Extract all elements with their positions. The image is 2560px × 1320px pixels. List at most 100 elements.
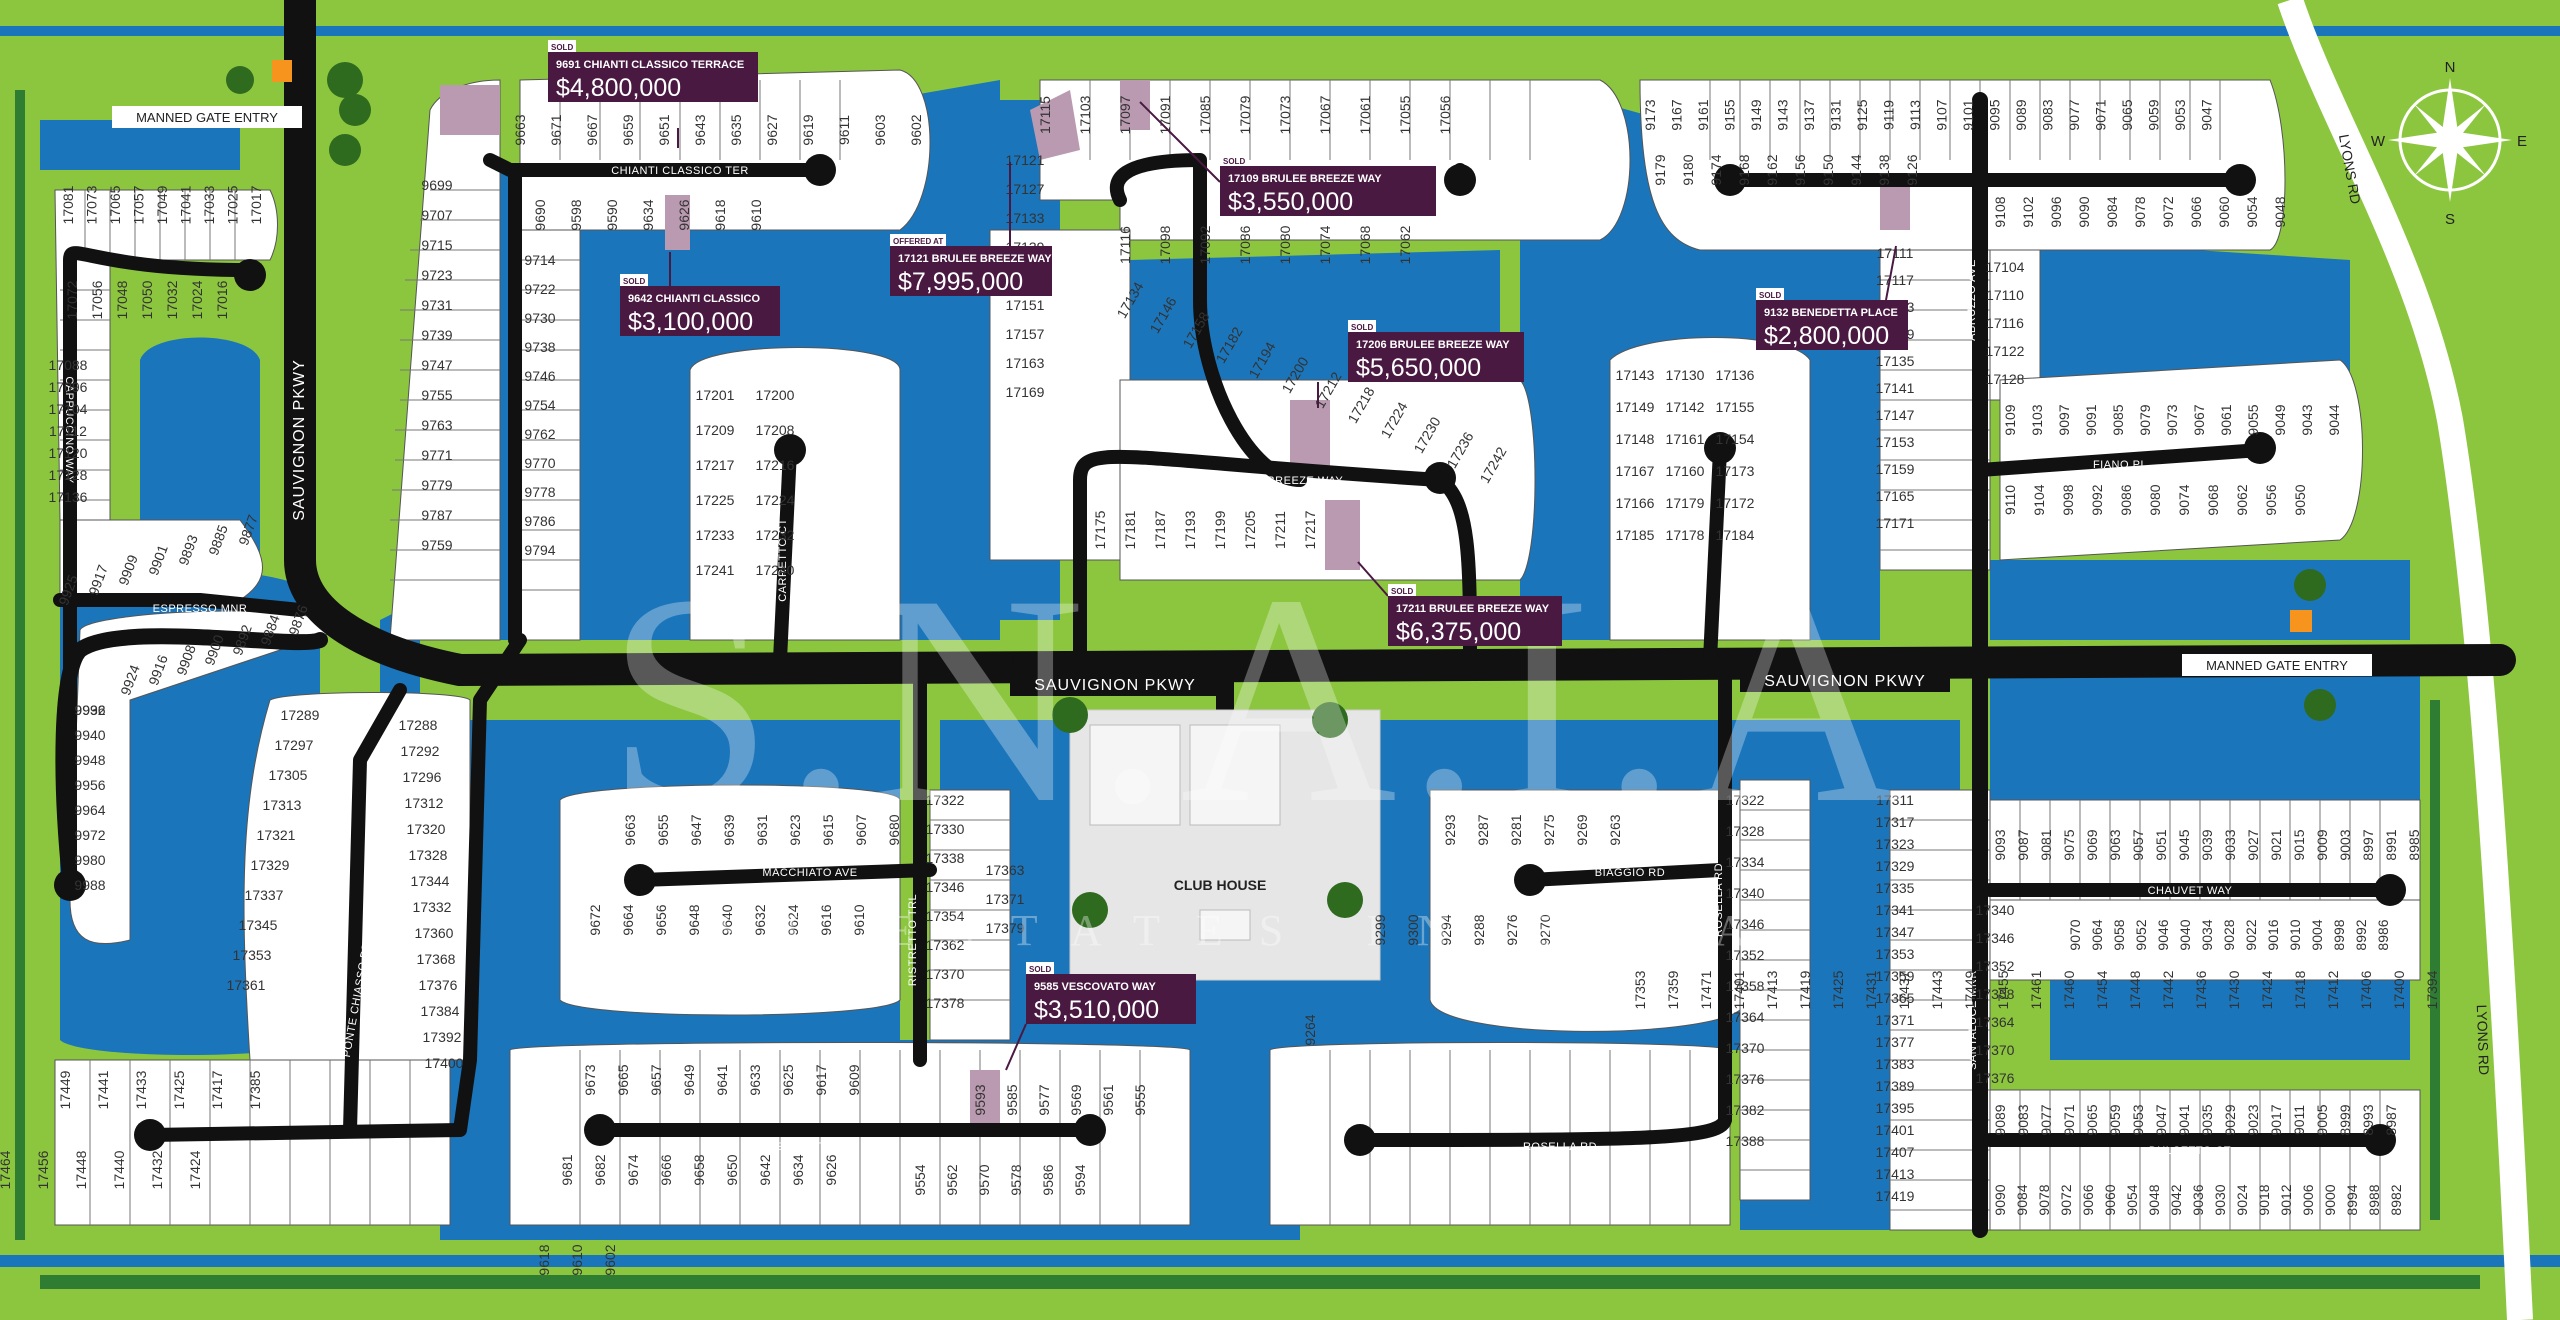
lot-number[interactable]: 17311 [1876,792,1914,808]
lot-number[interactable]: 9095 [1987,99,2003,130]
lot-number[interactable]: 17240 [756,562,795,578]
lot-number[interactable]: 9028 [2221,919,2237,950]
lot-number[interactable]: 17166 [1616,495,1655,511]
lot-number[interactable]: 9649 [681,1064,697,1095]
lot-number[interactable]: 17067 [1317,95,1333,134]
lot-number[interactable]: 17148 [1616,431,1655,447]
lot-number[interactable]: 9125 [1854,99,1870,130]
lot-number[interactable]: 9651 [656,114,672,145]
lot-number[interactable]: 17091 [1157,95,1173,134]
lot-number[interactable]: 9104 [2031,484,2047,515]
lot-number[interactable]: 17413 [1876,1166,1915,1182]
listing-flag[interactable]: SOLD 17211 BRULEE BREEZE WAY $6,375,000 [1357,561,1562,646]
lot-number[interactable]: 17171 [1876,515,1915,531]
lot-number[interactable]: 9045 [2176,829,2192,860]
lot-number[interactable]: 17201 [696,387,735,403]
lot-number[interactable]: 17048 [114,280,130,319]
lot-number[interactable]: 17352 [1726,947,1765,963]
lot-number[interactable]: 9091 [2083,404,2099,435]
lot-number[interactable]: 17352 [1976,958,2015,974]
lot-number[interactable]: 17085 [1197,95,1213,134]
lot-number[interactable]: 9086 [2118,484,2134,515]
lot-number[interactable]: 9794 [524,542,555,558]
lot-number[interactable]: 9650 [724,1154,740,1185]
lot-number[interactable]: 9763 [421,417,452,433]
lot-number[interactable]: 17464 [0,1150,13,1189]
lot-number[interactable]: 9098 [2060,484,2076,515]
lot-number[interactable]: 17289 [281,707,320,723]
lot-number[interactable]: 9090 [1992,1184,2008,1215]
lot-number[interactable]: 17365 [1876,990,1915,1006]
lot-number[interactable]: 17443 [1929,970,1945,1009]
lot-number[interactable]: 9786 [524,513,555,529]
lot-number[interactable]: 17378 [926,995,965,1011]
lot-number[interactable]: 9079 [2137,404,2153,435]
lot-number[interactable]: 9137 [1801,99,1817,130]
lot-number[interactable]: 9594 [1072,1164,1088,1195]
lot-number[interactable]: 9607 [853,814,869,845]
lot-number[interactable]: 9657 [648,1064,664,1095]
lot-number[interactable]: 17104 [49,401,88,417]
lot-number[interactable]: 9065 [2119,99,2135,130]
lot-number[interactable]: 17433 [133,1070,149,1109]
lot-number[interactable]: 17394 [2424,970,2440,1009]
lot-number[interactable]: 17297 [275,737,314,753]
lot-number[interactable]: 17041 [178,185,194,224]
lot-number[interactable]: 17120 [49,445,88,461]
lot-number[interactable]: 9640 [719,904,735,935]
lot-number[interactable]: 9174 [1708,154,1724,185]
lot-number[interactable]: 9972 [74,827,105,843]
lot-number[interactable]: 9555 [1132,1084,1148,1115]
lot-number[interactable]: 17033 [201,185,217,224]
lot-number[interactable]: 17305 [269,767,308,783]
lot-number[interactable]: 9048 [2146,1184,2162,1215]
lot-number[interactable]: 9054 [2124,1184,2140,1215]
lot-number[interactable]: 9109 [2002,404,2018,435]
lot-number[interactable]: 17050 [139,280,155,319]
lot-number[interactable]: 9021 [2268,829,2284,860]
lot-number[interactable]: 17353 [233,947,272,963]
lot-number[interactable]: 17400 [2391,970,2407,1009]
lot-number[interactable]: 17436 [2193,970,2209,1009]
lot-number[interactable]: 9033 [2222,829,2238,860]
lot-number[interactable]: 17359 [1665,970,1681,1009]
lot-number[interactable]: 17073 [1277,95,1293,134]
lot-number[interactable]: 17088 [49,357,88,373]
lot-number[interactable]: 9641 [714,1064,730,1095]
lot-number[interactable]: 17127 [1006,181,1045,197]
lot-number[interactable]: 17232 [756,527,795,543]
lot-number[interactable]: 17359 [1876,968,1915,984]
lot-number[interactable]: 9102 [2020,196,2036,227]
lot-number[interactable]: 17312 [405,795,444,811]
lot-number[interactable]: 9053 [2130,1104,2146,1135]
lot-number[interactable]: 8998 [2331,919,2347,950]
lot-number[interactable]: 17112 [49,423,87,439]
lot-number[interactable]: 17424 [187,1150,203,1189]
lot-number[interactable]: 17062 [1397,225,1413,264]
lot-number[interactable]: 9264 [1302,1014,1318,1045]
lot-number[interactable]: 17432 [149,1150,165,1189]
lot-number[interactable]: 17313 [263,797,302,813]
lot-number[interactable]: 9940 [74,727,105,743]
lot-number[interactable]: 9040 [2177,919,2193,950]
lot-number[interactable]: 9562 [944,1164,960,1195]
lot-number[interactable]: 9049 [2272,404,2288,435]
lot-number[interactable]: 9077 [2066,99,2082,130]
lot-number[interactable]: 9030 [2212,1184,2228,1215]
lot-number[interactable]: 9585 [1004,1084,1020,1115]
lot-number[interactable]: 9715 [421,237,452,253]
lot-number[interactable]: 9063 [2107,829,2123,860]
lot-number[interactable]: 17340 [1976,902,2015,918]
lot-number[interactable]: 9626 [676,199,692,230]
lot-number[interactable]: 17049 [154,185,170,224]
lot-number[interactable]: 9016 [2265,919,2281,950]
lot-number[interactable]: 9739 [421,327,452,343]
lot-number[interactable]: 17025 [225,185,241,224]
lot-number[interactable]: 17163 [1006,355,1045,371]
lot-number[interactable]: 17121 [1006,152,1045,168]
lot-number[interactable]: 17116 [1986,315,2024,331]
lot-number[interactable]: 17187 [1152,510,1168,549]
lot-number[interactable]: 9617 [813,1064,829,1095]
lot-number[interactable]: 9089 [1992,1104,2008,1135]
lot-number[interactable]: 17098 [1157,225,1173,264]
